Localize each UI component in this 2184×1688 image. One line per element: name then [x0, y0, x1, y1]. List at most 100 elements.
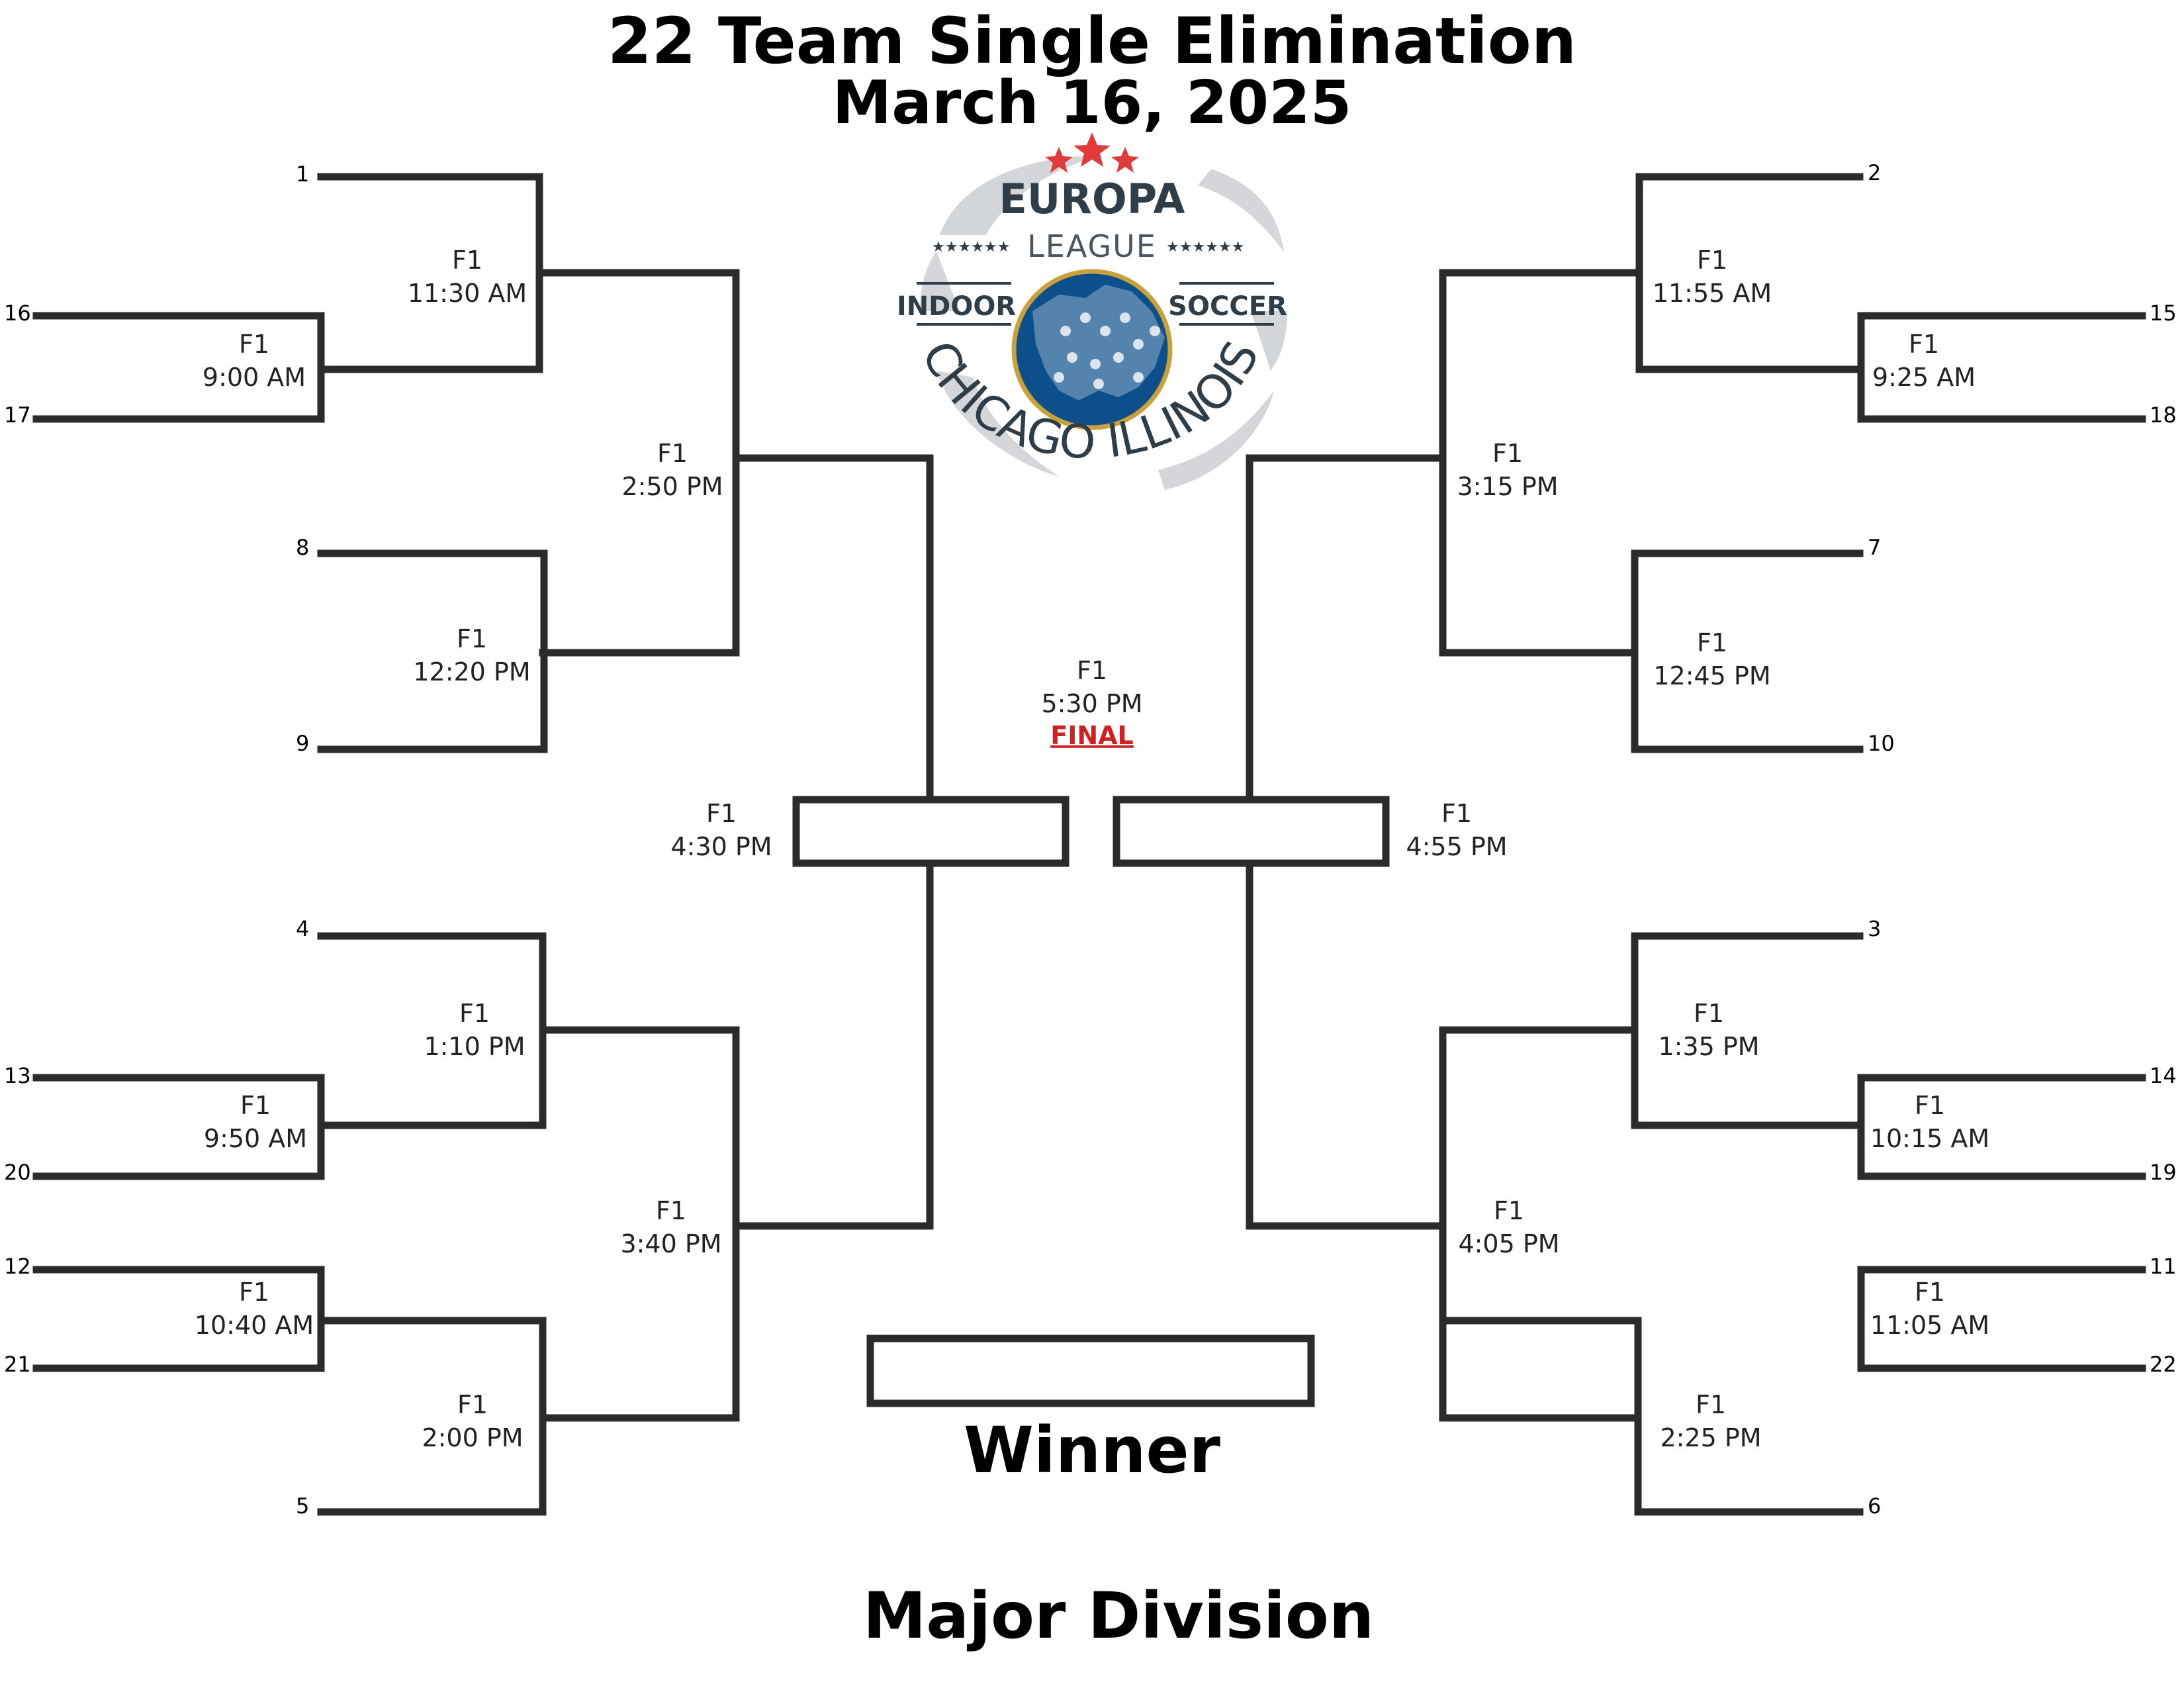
bracket-line-ur-to-semi [1246, 454, 1447, 804]
seed-labels: 1 16 17 8 9 4 13 20 12 21 5 2 15 18 7 10… [4, 160, 2177, 1519]
game-seed1-field: F1 [452, 246, 482, 275]
bracket-lines [32, 173, 2146, 1516]
game-14-19-field: F1 [1915, 1091, 1945, 1120]
game-8-9-field: F1 [457, 624, 487, 653]
game-seed4-field: F1 [459, 999, 490, 1028]
bracket-line-seed-6 [1439, 1317, 1864, 1516]
seed-14: 14 [2150, 1063, 2177, 1088]
bracket-line-15-18 [1857, 312, 2146, 423]
game-labels: F1 9:00 AM F1 11:30 AM F1 12:20 PM F1 2:… [195, 246, 1989, 1452]
game-right-semi-field: F1 [1441, 799, 1472, 828]
game-8-9-time: 12:20 PM [413, 657, 530, 686]
bracket-line-seed-1 [317, 173, 543, 373]
seed-6: 6 [1868, 1493, 1881, 1519]
game-seed5-time: 2:00 PM [422, 1423, 523, 1452]
game-seed3-field: F1 [1694, 999, 1724, 1028]
game-seed4-time: 1:10 PM [424, 1032, 525, 1061]
logo-indoor-text: INDOOR [897, 291, 1016, 322]
game-12-21-field: F1 [239, 1278, 269, 1307]
seed-9: 9 [296, 731, 309, 756]
logo-dots-left: ★★★★★★ [932, 239, 1010, 256]
division-label: Major Division [862, 1579, 1375, 1653]
logo-stars [1045, 132, 1139, 173]
bracket-line-upper-left-sf [535, 269, 740, 657]
seed-19: 19 [2150, 1160, 2177, 1185]
seed-21: 21 [4, 1352, 31, 1377]
game-14-19-time: 10:15 AM [1870, 1124, 1989, 1153]
bracket-line-8-9 [317, 549, 548, 753]
winner-label: Winner [964, 1413, 1220, 1487]
game-ll-sf-field: F1 [656, 1196, 686, 1225]
game-seed2-field: F1 [1697, 246, 1727, 275]
left-semifinal-box [792, 796, 1069, 867]
logo-dots-right: ★★★★★★ [1166, 239, 1244, 256]
seed-3: 3 [1868, 916, 1881, 941]
game-seed1-time: 11:30 AM [408, 279, 527, 308]
winner-box [866, 1335, 1315, 1407]
seed-18: 18 [2150, 402, 2177, 428]
game-12-21-time: 10:40 AM [195, 1311, 314, 1340]
bracket-line-ul-to-semi [732, 454, 934, 804]
game-left-semi-time: 4:30 PM [670, 832, 772, 861]
logo-europe-map [1032, 285, 1165, 400]
game-11-22-field: F1 [1915, 1278, 1945, 1307]
europa-league-logo: EUROPA LEAGUE ★★★★★★ ★★★★★★ INDOOR SOCCE… [897, 132, 1287, 490]
game-lr-sf-field: F1 [1494, 1196, 1524, 1225]
page-subtitle: March 16, 2025 [832, 68, 1352, 138]
bracket-line-seed-2 [1635, 173, 1865, 373]
game-13-20-time: 9:50 AM [204, 1124, 307, 1153]
game-16-17-time: 9:00 AM [203, 363, 306, 392]
seed-20: 20 [4, 1160, 31, 1185]
seed-11: 11 [2150, 1254, 2177, 1279]
seed-7: 7 [1868, 535, 1881, 560]
page-title: 22 Team Single Elimination [607, 4, 1577, 78]
bracket-line-ll-to-semi [732, 859, 934, 1230]
bracket-line-lower-right-sf [1439, 1026, 1642, 1422]
game-16-17-field: F1 [239, 330, 269, 359]
logo-league-text: LEAGUE [1027, 228, 1157, 264]
logo-europa-text: EUROPA [999, 175, 1185, 223]
logo-swirl [920, 156, 1287, 490]
bracket-line-7-10 [1631, 549, 1864, 753]
bracket-line-13-20 [32, 1074, 325, 1180]
bracket-line-14-19 [1857, 1074, 2146, 1180]
bracket-line-16-17 [32, 312, 325, 423]
seed-12: 12 [4, 1254, 31, 1279]
game-right-semi-time: 4:55 PM [1406, 832, 1507, 861]
bracket-line-lr-to-semi [1246, 859, 1447, 1230]
bracket-line-11-22 [1857, 1266, 2146, 1372]
seed-8: 8 [296, 535, 309, 560]
game-seed2-time: 11:55 AM [1653, 279, 1772, 308]
game-final-time: 5:30 PM [1041, 689, 1142, 718]
seed-4: 4 [296, 916, 309, 941]
right-semifinal-box [1113, 796, 1390, 867]
game-ur-sf-time: 3:15 PM [1457, 472, 1558, 501]
seed-5: 5 [296, 1493, 309, 1519]
game-ul-sf-time: 2:50 PM [621, 472, 723, 501]
game-15-18-time: 9:25 AM [1872, 363, 1976, 392]
game-15-18-field: F1 [1909, 330, 1939, 359]
game-ul-sf-field: F1 [657, 439, 688, 468]
game-final-label: FINAL [1050, 721, 1134, 750]
game-lr-sf-time: 4:05 PM [1458, 1229, 1559, 1258]
bracket-line-seed-3 [1631, 932, 1865, 1129]
game-7-10-field: F1 [1697, 628, 1727, 657]
logo-soccer-text: SOCCER [1168, 291, 1287, 322]
bracket-line-lower-left-sf [539, 1026, 740, 1422]
game-11-22-time: 11:05 AM [1870, 1311, 1989, 1340]
game-seed6-field: F1 [1696, 1390, 1726, 1419]
seed-16: 16 [4, 301, 31, 326]
seed-15: 15 [2150, 301, 2177, 326]
logo-globe [1011, 269, 1173, 430]
bracket-line-upper-right-sf [1439, 269, 1643, 657]
bracket-boxes [792, 796, 1390, 1407]
game-final-field: F1 [1077, 656, 1107, 685]
seed-22: 22 [2150, 1352, 2177, 1377]
seed-13: 13 [4, 1063, 31, 1088]
bracket-line-seed-4 [317, 932, 547, 1129]
bracket-line-seed-5 [317, 1317, 547, 1516]
game-13-20-field: F1 [240, 1091, 271, 1120]
seed-2: 2 [1868, 160, 1881, 185]
game-seed3-time: 1:35 PM [1658, 1032, 1759, 1061]
